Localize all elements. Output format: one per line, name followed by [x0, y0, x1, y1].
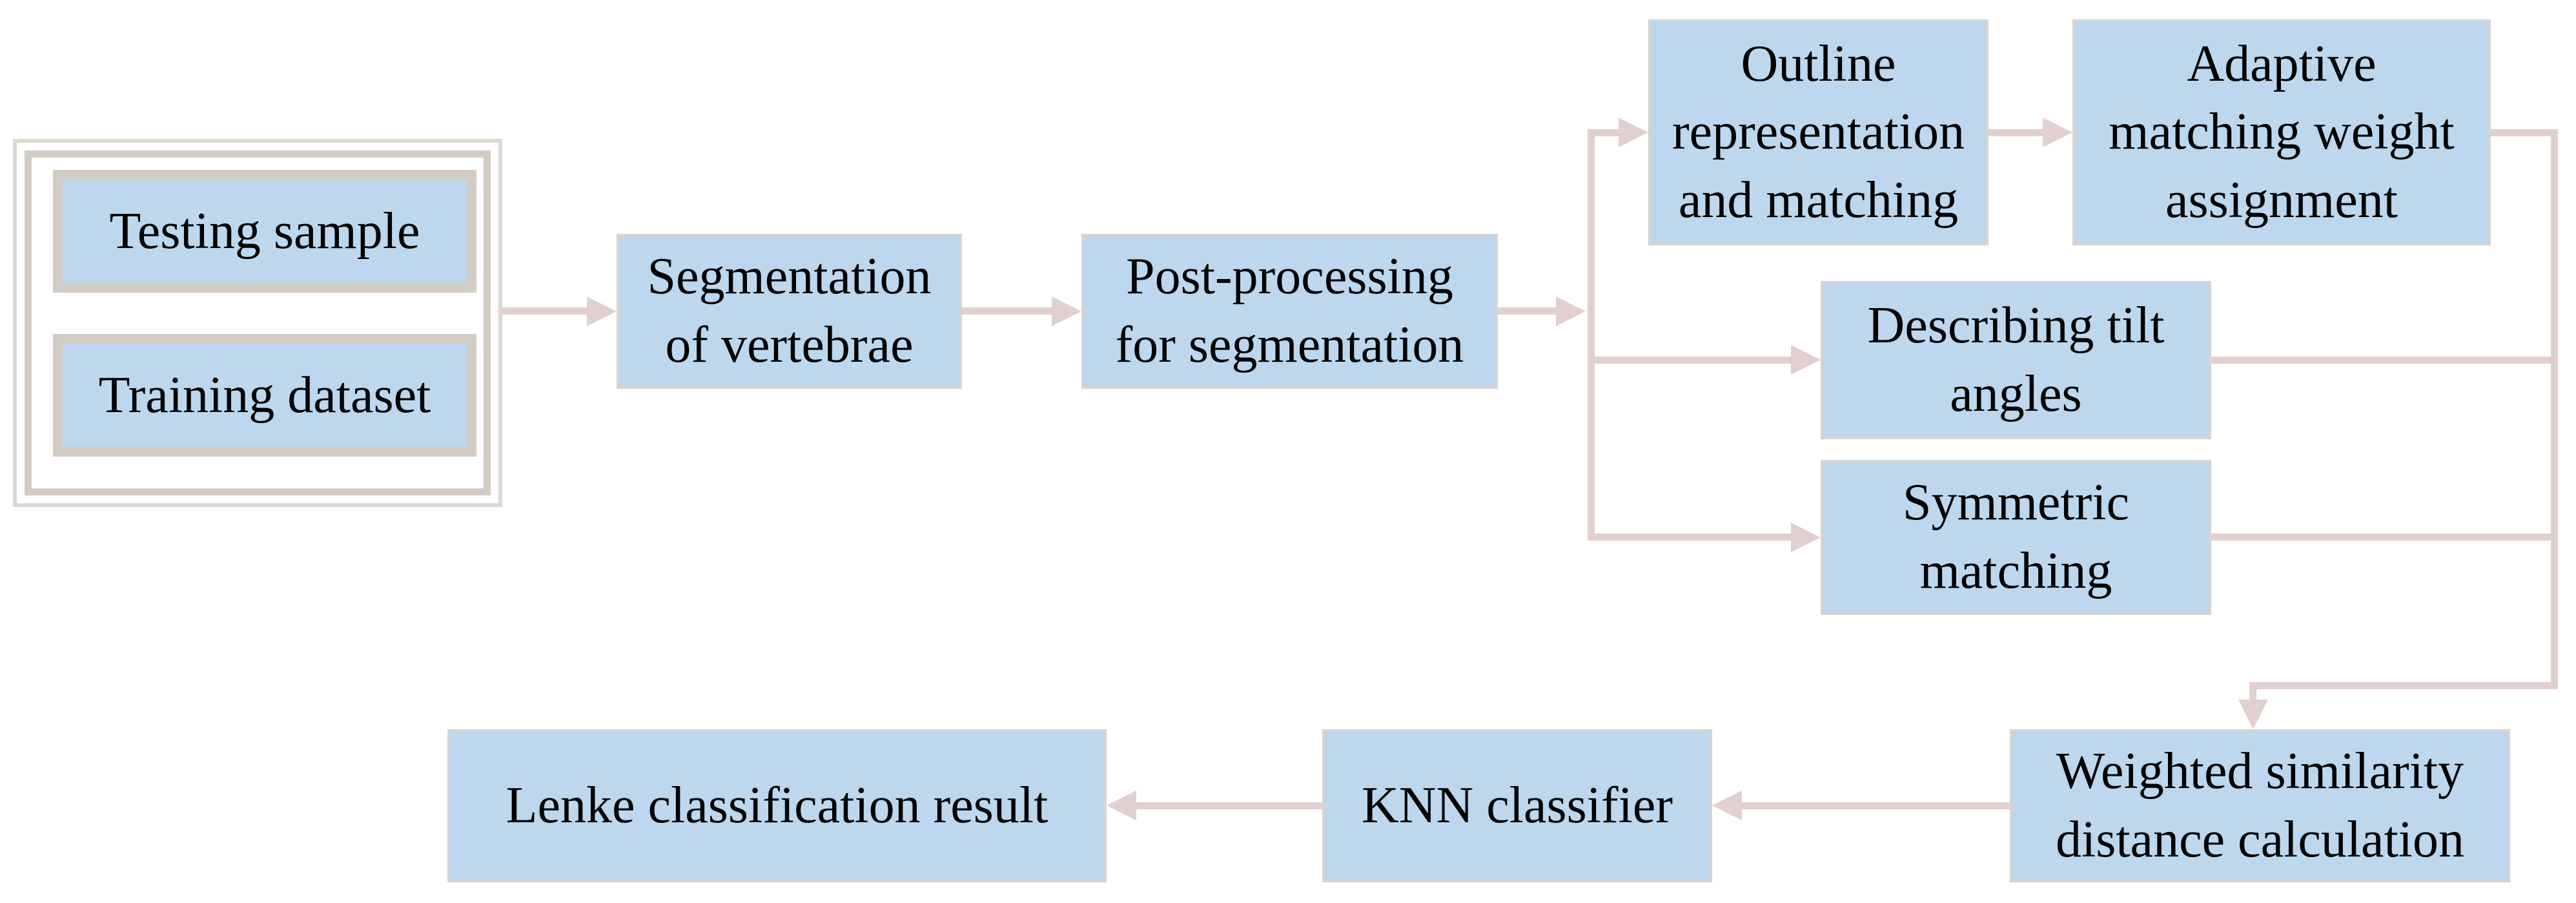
edge-tilt-to-collector-line — [2211, 357, 2558, 364]
node-testing-sample: Testing sample — [53, 170, 476, 293]
edge-segmentation-to-post-line — [962, 307, 1052, 315]
edge-knn-to-lenke-arrowhead — [1107, 791, 1136, 820]
node-knn-classifier: KNN classifier — [1322, 729, 1712, 882]
edge-outline-to-adaptive-arrowhead — [2043, 118, 2072, 147]
node-adaptive-matching-weight: Adaptive matching weight assignment — [2072, 19, 2491, 245]
input-group-outer-frame — [13, 139, 502, 507]
edge-branch-to-tilt-arrowhead — [1791, 345, 1821, 375]
edge-input-to-segmentation-arrowhead — [587, 296, 617, 326]
edge-branch-to-symmetric-line — [1595, 534, 1791, 541]
node-weighted-similarity-distance: Weighted similarity distance calculation — [2010, 729, 2510, 882]
node-describing-tilt-angles: Describing tilt angles — [1821, 281, 2211, 439]
edge-post-to-branch-line — [1498, 307, 1556, 315]
edge-weighted-to-knn-arrowhead — [1712, 791, 1742, 820]
node-symmetric-matching: Symmetric matching — [1821, 460, 2211, 615]
edge-symmetric-to-collector-line — [2211, 534, 2558, 541]
edge-branch-to-symmetric-arrowhead — [1791, 523, 1821, 552]
collector-down-stub-line — [2249, 682, 2256, 700]
input-group-inner-frame — [25, 150, 491, 495]
node-training-dataset: Training dataset — [53, 334, 476, 457]
edge-segmentation-to-post-arrowhead — [1052, 296, 1081, 326]
edge-knn-to-lenke-line — [1136, 802, 1322, 809]
edge-outline-to-adaptive-line — [1988, 129, 2043, 136]
collector-right-vertical-line — [2551, 129, 2558, 689]
edge-branch-to-outline-line — [1588, 129, 1619, 136]
edge-adaptive-to-collector-line — [2491, 129, 2558, 136]
node-post-processing: Post-processing for segmentation — [1081, 234, 1498, 389]
collector-bottom-horizontal-line — [2249, 682, 2558, 689]
edge-weighted-to-knn-line — [1742, 802, 2010, 809]
edge-input-to-segmentation-line — [502, 307, 587, 315]
branch-left-vertical-line — [1588, 129, 1595, 541]
node-segmentation-of-vertebrae: Segmentation of vertebrae — [617, 234, 962, 389]
edge-post-to-branch-arrowhead — [1556, 296, 1586, 326]
node-lenke-classification-result: Lenke classification result — [447, 729, 1107, 882]
edge-collector-to-weighted-arrowhead — [2238, 700, 2268, 729]
node-outline-representation-matching: Outline representation and matching — [1648, 19, 1988, 245]
edge-branch-to-outline-arrowhead — [1619, 118, 1648, 147]
edge-branch-to-tilt-line — [1595, 357, 1791, 364]
